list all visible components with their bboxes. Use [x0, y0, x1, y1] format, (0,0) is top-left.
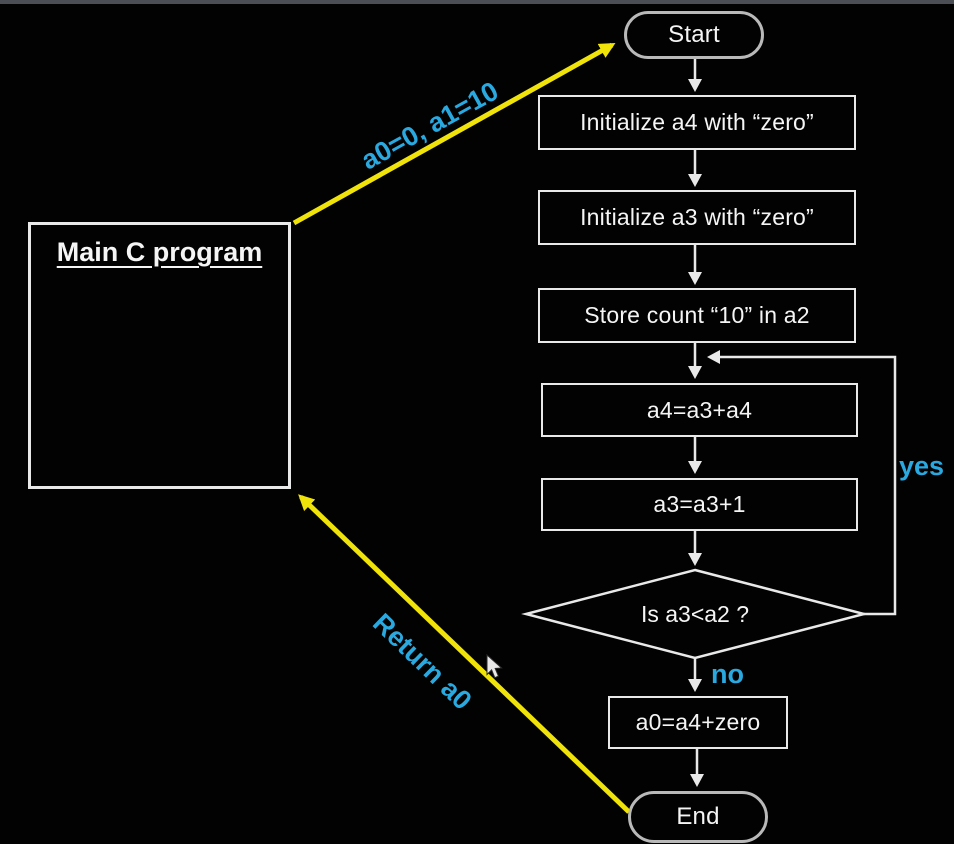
main-program-title: Main C program: [56, 237, 263, 267]
step-a0-result-label: a0=a4+zero: [635, 709, 761, 735]
step-initialize-a3: Initialize a3 with “zero”: [538, 190, 856, 245]
start-terminal: Start: [624, 11, 764, 59]
decision-diamond-shape: [521, 568, 869, 660]
call-arrow: [292, 42, 616, 226]
step-initialize-a4: Initialize a4 with “zero”: [538, 95, 856, 150]
decision-label-container: Is a3<a2 ?: [526, 570, 864, 658]
start-label: Start: [668, 21, 720, 48]
loop-back-path: [707, 350, 897, 616]
step-a4-sum-label: a4=a3+a4: [646, 396, 753, 423]
top-bar: [0, 0, 954, 4]
step-a0-result: a0=a4+zero: [608, 696, 788, 749]
step-a4-sum: a4=a3+a4: [541, 383, 858, 437]
step-store-count-label: Store count “10” in a2: [584, 302, 810, 328]
label-no: no: [711, 659, 744, 689]
step-initialize-a3-label: Initialize a3 with “zero”: [580, 204, 814, 230]
end-terminal: End: [628, 791, 768, 843]
label-yes: yes: [899, 451, 945, 481]
end-label: End: [676, 803, 720, 830]
return-arrow: [298, 494, 631, 814]
mouse-cursor-icon: [486, 653, 503, 679]
step-a3-increment: a3=a3+1: [541, 478, 858, 531]
step-a3-increment-label: a3=a3+1: [653, 491, 746, 517]
step-store-count: Store count “10” in a2: [538, 288, 856, 343]
step-initialize-a4-label: Initialize a4 with “zero”: [580, 109, 814, 135]
main-program-box: Main C program: [28, 222, 291, 489]
decision-label: Is a3<a2 ?: [640, 600, 750, 627]
